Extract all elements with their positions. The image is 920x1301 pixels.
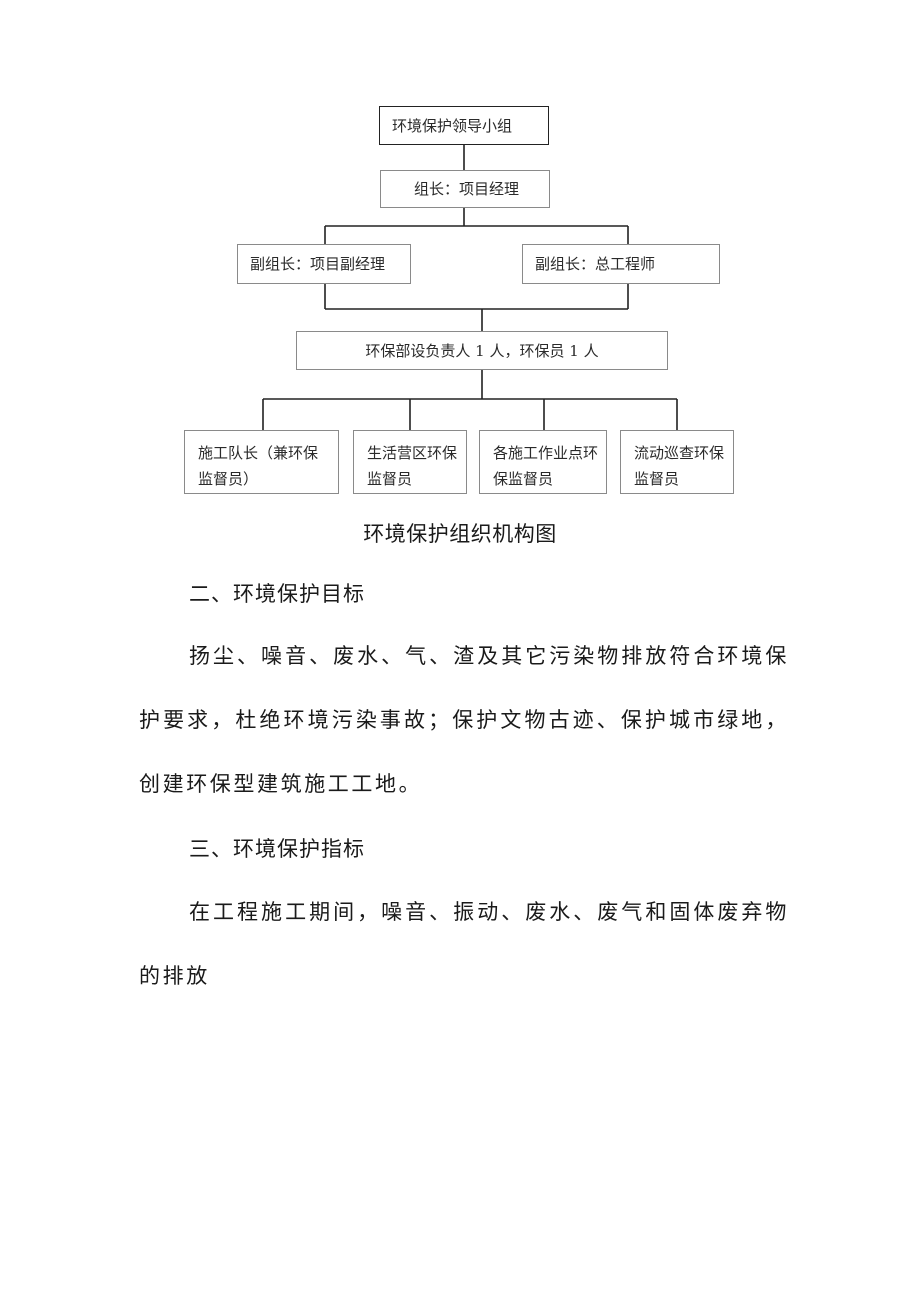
section2-heading: 二、环境保护目标 (189, 582, 365, 606)
section3-paragraph: 在工程施工期间，噪音、振动、废水、废气和固体废弃物的排放 (139, 900, 789, 988)
org-deputy-right-label: 副组长：总工程师 (535, 255, 656, 273)
org-unit-box-1: 施工队长（兼环保监督员） (184, 430, 339, 494)
org-unit-label: 流动巡查环保监督员 (634, 444, 725, 488)
org-leader-label: 组长：项目经理 (414, 180, 520, 198)
org-leader-box: 组长：项目经理 (380, 170, 550, 208)
chart-caption: 环境保护组织机构图 (363, 522, 557, 546)
org-unit-box-2: 生活营区环保监督员 (353, 430, 467, 494)
section2-paragraph: 扬尘、噪音、废水、气、渣及其它污染物排放符合环境保护要求，杜绝环境污染事故；保护… (139, 644, 789, 796)
org-unit-box-4: 流动巡查环保监督员 (620, 430, 734, 494)
org-unit-box-3: 各施工作业点环保监督员 (479, 430, 607, 494)
org-deputy-left-label: 副组长：项目副经理 (250, 255, 386, 273)
org-department-box: 环保部设负责人 1 人，环保员 1 人 (296, 331, 668, 370)
org-chart-connectors (262, 145, 678, 430)
org-unit-label: 各施工作业点环保监督员 (493, 444, 599, 488)
org-chart: 环境保护领导小组 组长：项目经理 副组长：项目副经理 副组长：总工程师 环保部设… (0, 0, 920, 510)
org-deputy-right-box: 副组长：总工程师 (522, 244, 720, 284)
org-top-box: 环境保护领导小组 (379, 106, 549, 145)
org-unit-label: 施工队长（兼环保监督员） (198, 444, 319, 488)
org-unit-label: 生活营区环保监督员 (367, 444, 458, 488)
section3-heading: 三、环境保护指标 (189, 837, 365, 861)
org-deputy-left-box: 副组长：项目副经理 (237, 244, 411, 284)
org-top-label: 环境保护领导小组 (392, 116, 513, 135)
org-department-label: 环保部设负责人 1 人，环保员 1 人 (365, 341, 599, 360)
